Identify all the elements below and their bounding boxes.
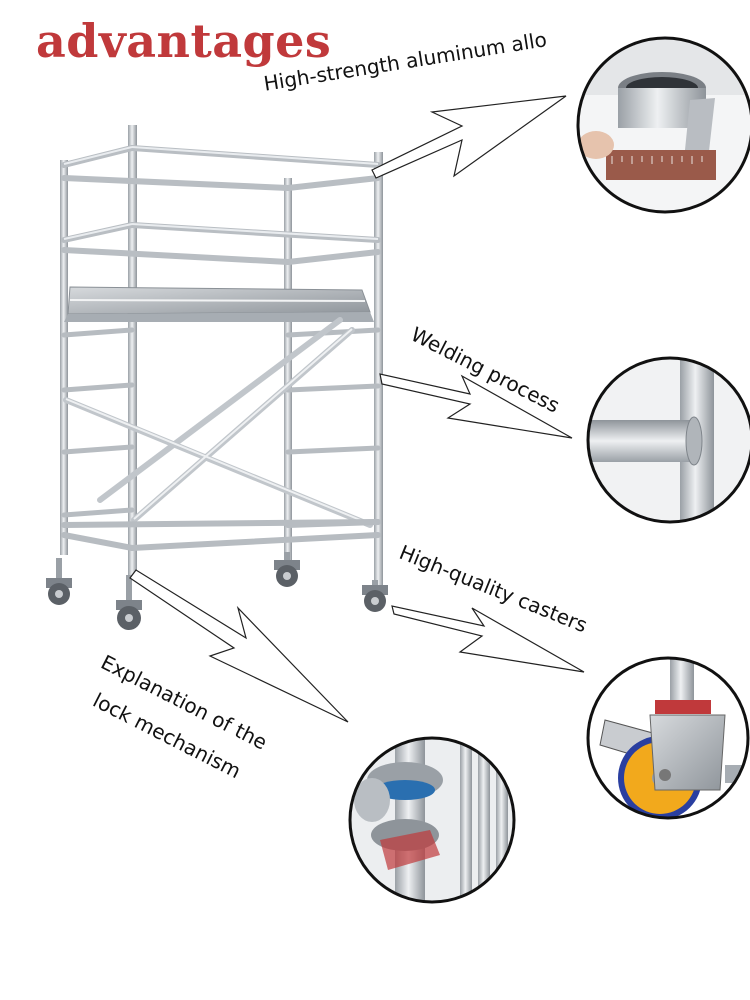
upright-front-left [128, 125, 137, 575]
arrow-casters [391, 605, 585, 673]
scaffold-casters [46, 552, 388, 630]
arrow-alloy [371, 95, 567, 179]
scaffold-tower [46, 125, 388, 630]
upright-back-right [284, 178, 292, 563]
detail-photo-caster [586, 656, 750, 820]
upright-back-left [60, 160, 68, 555]
arrow-lock [129, 569, 349, 723]
page-title: advantages [36, 14, 332, 68]
callout-arrows [129, 95, 585, 723]
arrow-welding [379, 373, 573, 439]
detail-photo-welding [586, 356, 750, 524]
upright-front-right [374, 152, 383, 592]
detail-photo-alloy [576, 36, 750, 214]
detail-photo-lock [348, 736, 516, 904]
